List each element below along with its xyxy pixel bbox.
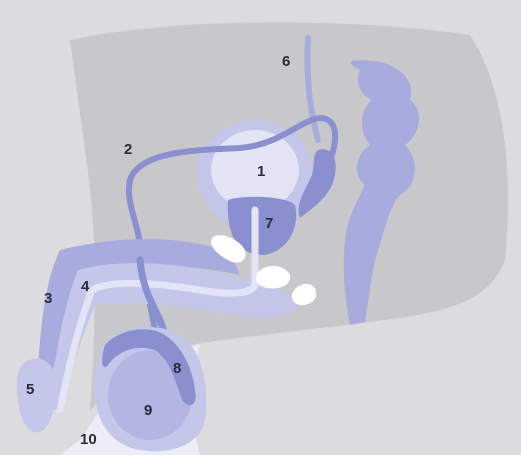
label-2: 2 <box>124 141 133 158</box>
label-1: 1 <box>257 163 266 180</box>
urethra <box>56 206 259 414</box>
testis <box>108 350 192 440</box>
rectum <box>343 60 420 325</box>
corpus-spongiosum <box>48 263 300 410</box>
label-10: 10 <box>80 431 97 448</box>
label-9: 9 <box>144 402 153 419</box>
seminal-vesicle <box>298 149 336 218</box>
label-6: 6 <box>282 53 291 70</box>
pubic-bone-3 <box>291 283 317 306</box>
ureter <box>304 35 321 143</box>
prostate <box>227 196 297 255</box>
pubic-bone-2 <box>256 265 291 289</box>
thigh-area <box>192 318 480 455</box>
epididymis <box>102 329 196 406</box>
label-7: 7 <box>265 215 274 232</box>
label-4: 4 <box>81 278 90 295</box>
pubic-bone-1 <box>211 235 246 263</box>
label-8: 8 <box>173 360 182 377</box>
label-5: 5 <box>26 381 35 398</box>
glans <box>16 358 56 433</box>
label-3: 3 <box>44 290 53 307</box>
